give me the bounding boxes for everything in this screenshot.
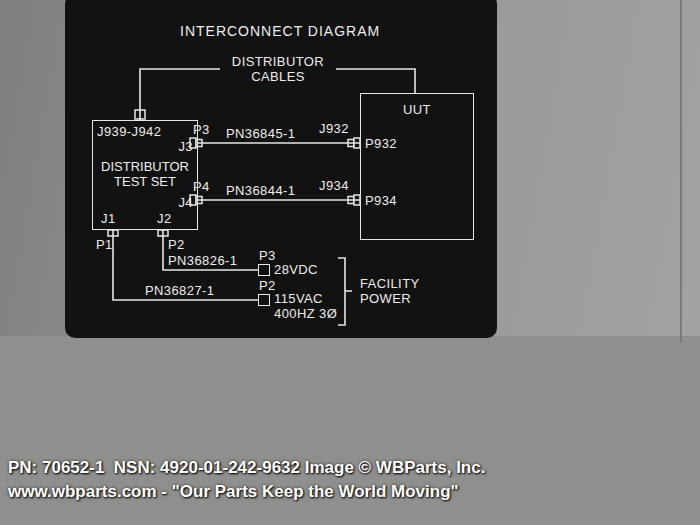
cable-line bbox=[198, 142, 360, 144]
cable-line bbox=[163, 230, 258, 270]
box-title: DISTRIBUTOR TEST SET bbox=[93, 159, 197, 189]
watermark: www.wbparts.com - "Our Parts Keep the Wo… bbox=[8, 482, 459, 502]
uut-box: UUT P932P934 bbox=[360, 93, 474, 240]
cable-label: PN36844-1 bbox=[226, 183, 295, 198]
cable-label: PN36827-1 bbox=[145, 283, 214, 298]
power-spec: 115VAC 400HZ 3Ø bbox=[274, 291, 348, 321]
test-set-box: J939-J942J3DISTRIBUTOR TEST SET J4J1 J2 bbox=[92, 120, 198, 230]
jack-number: J932 bbox=[319, 121, 349, 136]
plug-number: P3 bbox=[193, 122, 210, 137]
jack-number: J1 bbox=[101, 211, 116, 226]
connector-range: J939-J942 bbox=[97, 124, 161, 139]
box-title: UUT bbox=[361, 102, 473, 117]
black-placard bbox=[65, 0, 497, 338]
diagram-title: INTERCONNECT DIAGRAM bbox=[180, 23, 380, 39]
plug-number: P2 bbox=[259, 278, 276, 293]
power-connector: 115VAC 400HZ 3Ø bbox=[258, 294, 270, 306]
cable-label: PN36826-1 bbox=[168, 253, 237, 268]
cable-label: PN36845-1 bbox=[226, 126, 295, 141]
jack-number: J4 bbox=[178, 195, 193, 210]
jack-number: J2 bbox=[157, 211, 172, 226]
cable-line bbox=[198, 199, 360, 201]
group-label: FACILITY POWER bbox=[360, 276, 438, 306]
jack-number: J3 bbox=[178, 139, 193, 154]
cable-label: DISTRIBUTOR CABLES bbox=[220, 54, 336, 84]
power-spec: 28VDC bbox=[274, 262, 318, 277]
jack-number: J934 bbox=[319, 178, 349, 193]
wall-lower bbox=[0, 336, 700, 525]
watermark: PN: 70652-1 NSN: 4920-01-242-9632 Image … bbox=[8, 458, 485, 478]
plug-number: P4 bbox=[193, 179, 210, 194]
plug-number: P2 bbox=[168, 237, 185, 252]
cabinet-edge bbox=[680, 0, 682, 342]
plug-number: P934 bbox=[365, 193, 397, 208]
plug-number: P3 bbox=[259, 248, 276, 263]
cable-line bbox=[113, 230, 258, 300]
power-connector: 28VDC bbox=[258, 264, 270, 276]
plug-number: P932 bbox=[365, 136, 397, 151]
plug-number: P1 bbox=[96, 237, 113, 252]
power-bracket bbox=[338, 258, 352, 325]
